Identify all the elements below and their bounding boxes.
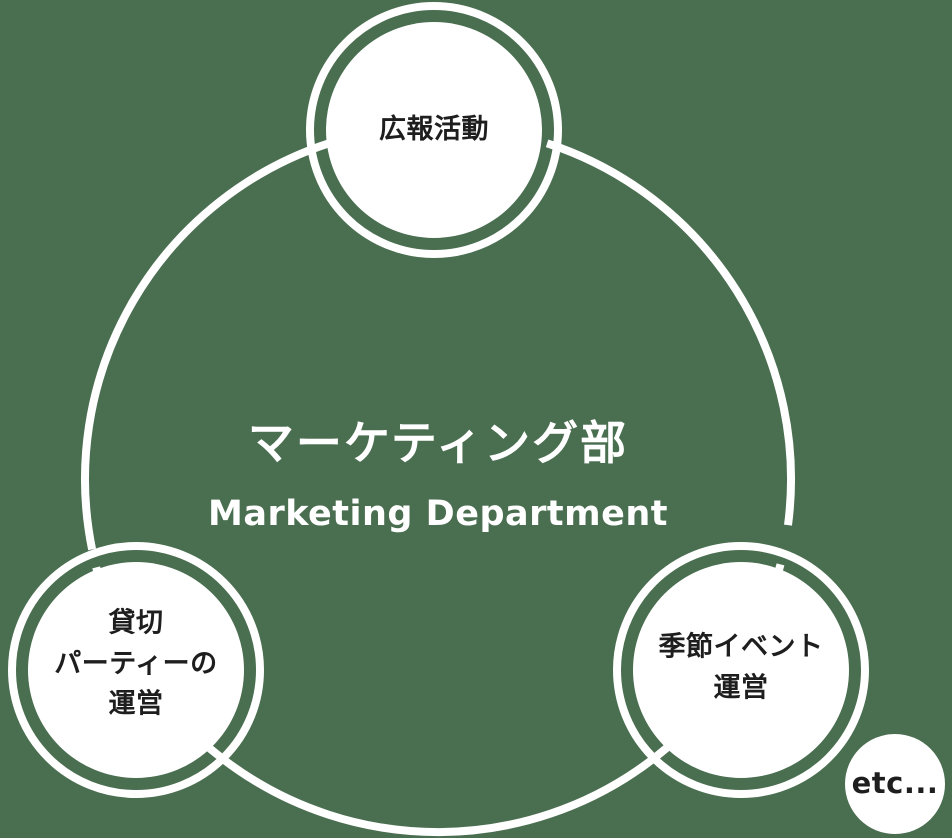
pr-node-label: 広報活動 [379,113,489,145]
private-party-node-disc [28,562,244,778]
seasonal-event-node-disc [633,562,849,778]
private-party-node-ring [8,542,264,798]
pr-node-disc [326,22,542,238]
etc-node-label: etc... [851,766,939,801]
etc-node-disc [845,734,945,834]
diagram-subtitle: Marketing Department [208,494,668,534]
orbit-ring-right-arc [545,139,796,526]
orbit-ring-left-arc [81,139,331,551]
node-discs [28,22,945,834]
seasonal-event-node-ring [613,542,869,798]
pr-node-ring [306,2,562,258]
node-outline-rings [8,2,869,798]
private-party-node-label: 貸切 パーティーの 運営 [54,607,218,720]
seasonal-event-node-label: 季節イベント 運営 [658,631,824,704]
diagram-title: マーケティング部 [247,416,629,470]
